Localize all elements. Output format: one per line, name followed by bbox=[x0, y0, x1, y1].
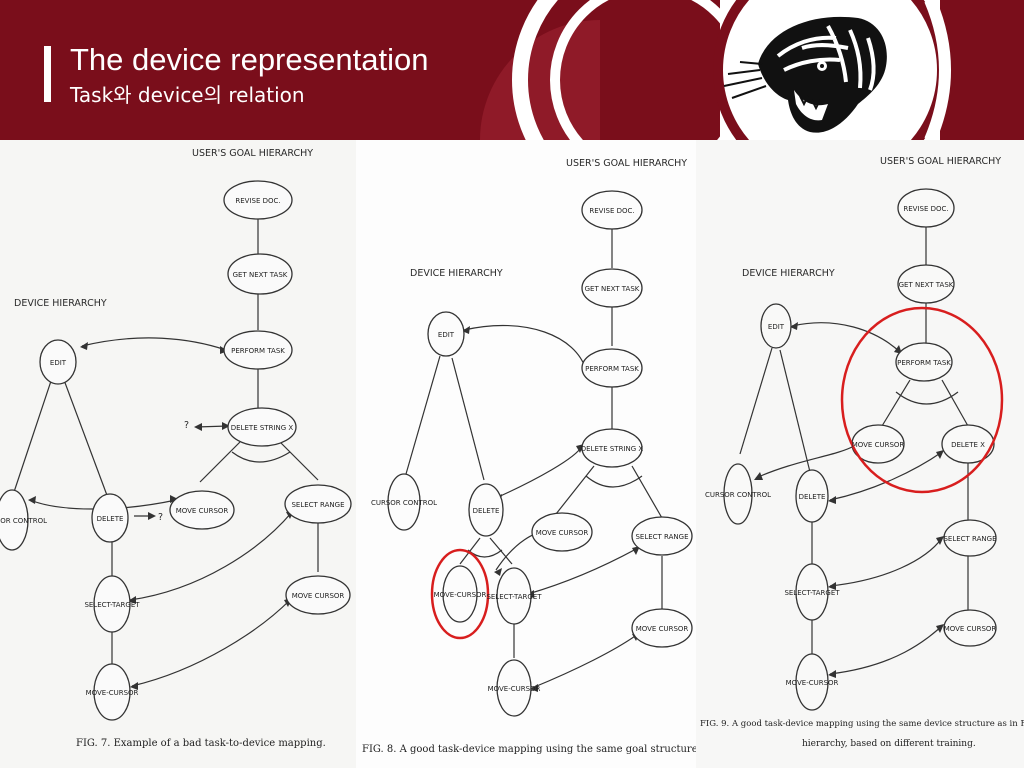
node-select-target bbox=[93, 575, 131, 633]
node-edit bbox=[760, 303, 792, 349]
slide-title: The device representation bbox=[70, 42, 429, 77]
label-move-cursor-2: MOVE CURSOR bbox=[292, 592, 345, 600]
label-edit: EDIT bbox=[438, 331, 455, 339]
node-move-cursor-4 bbox=[496, 659, 532, 717]
node-move-cursor-3 bbox=[93, 663, 131, 721]
label-revise-doc: REVISE DOC. bbox=[589, 207, 634, 215]
user-goal-header: USER'S GOAL HIERARCHY bbox=[192, 148, 313, 159]
label-select-target: SELECT-TARGET bbox=[486, 593, 542, 601]
node-get-next-task bbox=[227, 253, 293, 295]
label-select-range: SELECT RANGE bbox=[291, 501, 344, 509]
label-move-cursor: MOVE CURSOR bbox=[536, 529, 589, 537]
label-delete: DELETE bbox=[97, 515, 124, 523]
label-perform-task: PERFORM TASK bbox=[585, 365, 639, 373]
label-move-cursor-2: MOVE CURSOR bbox=[636, 625, 689, 633]
label-perform-task: PERFORM TASK bbox=[231, 347, 285, 355]
user-goal-header: USER'S GOAL HIERARCHY bbox=[566, 158, 687, 169]
node-get-next-task bbox=[897, 264, 955, 304]
node-cursor-control bbox=[387, 473, 421, 531]
label-move-cursor-3: MOVE-CURSOR bbox=[86, 689, 139, 697]
label-get-next-task: GET NEXT TASK bbox=[585, 285, 640, 293]
node-delete-string bbox=[227, 407, 297, 447]
highlight-circle bbox=[430, 548, 490, 640]
slide-subtitle: Task와 device의 relation bbox=[70, 83, 305, 107]
label-move-cursor-3: MOVE-CURSOR bbox=[434, 591, 487, 599]
node-perform-task bbox=[895, 342, 953, 382]
figure-8-caption: FIG. 8. A good task-device mapping using… bbox=[362, 744, 696, 755]
figure-9-panel: USER'S GOAL HIERARCHY DEVICE HIERARCHY R… bbox=[696, 140, 1024, 768]
title-accent-bar bbox=[44, 46, 51, 102]
label-move-cursor-3: MOVE-CURSOR bbox=[786, 679, 839, 687]
node-move-cursor bbox=[531, 512, 593, 552]
tiger-logo-icon bbox=[723, 16, 887, 133]
figure-7-diagram: USER'S GOAL HIERARCHY DEVICE HIERARCHY R… bbox=[0, 148, 352, 749]
label-get-next-task: GET NEXT TASK bbox=[233, 271, 288, 279]
figure-9-diagram: USER'S GOAL HIERARCHY DEVICE HIERARCHY R… bbox=[700, 156, 1024, 749]
node-revise-doc bbox=[581, 190, 643, 230]
node-move-cursor-2 bbox=[631, 608, 693, 648]
node-select-target bbox=[795, 563, 829, 621]
label-select-target: SELECT-TARGET bbox=[784, 589, 840, 597]
device-header: DEVICE HIERARCHY bbox=[742, 268, 835, 279]
label-cursor-control: CURSOR CONTROL bbox=[0, 517, 47, 525]
node-perform-task bbox=[581, 348, 643, 388]
label-edit: EDIT bbox=[768, 323, 785, 331]
figure-8-diagram: USER'S GOAL HIERARCHY DEVICE HIERARCHY R… bbox=[362, 158, 696, 755]
device-header: DEVICE HIERARCHY bbox=[410, 268, 503, 279]
node-select-range bbox=[943, 519, 997, 557]
label-delete-x: DELETE X bbox=[951, 441, 985, 449]
label-delete-string: DELETE STRING X bbox=[581, 445, 644, 453]
node-move-cursor-3 bbox=[442, 565, 478, 623]
node-perform-task bbox=[223, 330, 293, 370]
label-question-2: ? bbox=[158, 512, 163, 523]
label-question-1: ? bbox=[184, 420, 189, 431]
node-select-target bbox=[496, 567, 532, 625]
node-revise-doc bbox=[897, 188, 955, 228]
node-delete-x bbox=[941, 424, 995, 464]
title-banner: The device representation Task와 device의 … bbox=[0, 0, 1024, 140]
figure-9-caption-line2: hierarchy, based on different training. bbox=[802, 739, 976, 749]
figure-9-caption-line1: FIG. 9. A good task-device mapping using… bbox=[700, 719, 1024, 729]
label-edit: EDIT bbox=[50, 359, 67, 367]
node-select-range bbox=[284, 484, 352, 524]
node-move-cursor-2 bbox=[943, 609, 997, 647]
banner-arcs bbox=[480, 0, 951, 140]
node-delete-string bbox=[581, 428, 643, 468]
label-revise-doc: REVISE DOC. bbox=[235, 197, 280, 205]
label-select-range: SELECT RANGE bbox=[635, 533, 688, 541]
node-revise-doc bbox=[223, 180, 293, 220]
node-delete bbox=[91, 493, 129, 543]
node-cursor-control bbox=[723, 463, 753, 525]
label-revise-doc: REVISE DOC. bbox=[903, 205, 948, 213]
node-move-cursor-3 bbox=[795, 653, 829, 711]
label-delete-string: DELETE STRING X bbox=[231, 424, 294, 432]
node-cursor-control bbox=[0, 489, 29, 551]
label-delete: DELETE bbox=[473, 507, 500, 515]
label-move-cursor: MOVE CURSOR bbox=[852, 441, 905, 449]
label-select-target: SELECT-TARGET bbox=[84, 601, 140, 609]
label-select-range: SELECT RANGE bbox=[943, 535, 996, 543]
label-move-cursor-2: MOVE CURSOR bbox=[944, 625, 997, 633]
user-goal-header: USER'S GOAL HIERARCHY bbox=[880, 156, 1001, 167]
node-edit bbox=[427, 311, 465, 357]
node-delete bbox=[795, 469, 829, 523]
node-select-range bbox=[631, 516, 693, 556]
highlight-circle bbox=[840, 306, 1004, 494]
label-move-cursor-4: MOVE-CURSOR bbox=[488, 685, 541, 693]
label-delete: DELETE bbox=[799, 493, 826, 501]
label-cursor-control: CURSOR CONTROL bbox=[705, 491, 771, 499]
label-get-next-task: GET NEXT TASK bbox=[899, 281, 954, 289]
node-delete bbox=[468, 483, 504, 537]
node-edit bbox=[39, 339, 77, 385]
node-move-cursor-2 bbox=[285, 575, 351, 615]
label-move-cursor: MOVE CURSOR bbox=[176, 507, 229, 515]
node-move-cursor bbox=[169, 490, 235, 530]
figure-7-panel: USER'S GOAL HIERARCHY DEVICE HIERARCHY R… bbox=[0, 140, 356, 768]
device-header: DEVICE HIERARCHY bbox=[14, 298, 107, 309]
node-get-next-task bbox=[581, 268, 643, 308]
figure-7-caption: FIG. 7. Example of a bad task-to-device … bbox=[76, 738, 326, 749]
label-cursor-control: CURSOR CONTROL bbox=[371, 499, 437, 507]
figure-8-panel: USER'S GOAL HIERARCHY DEVICE HIERARCHY R… bbox=[356, 140, 696, 768]
label-perform-task: PERFORM TASK bbox=[897, 359, 951, 367]
